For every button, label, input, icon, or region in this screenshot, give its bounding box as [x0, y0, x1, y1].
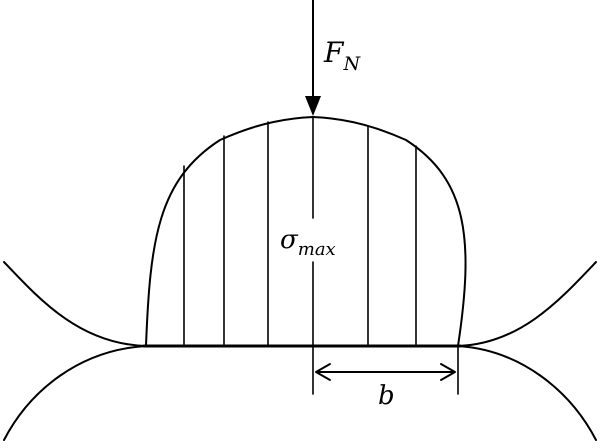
- force-arrow-head: [305, 96, 321, 116]
- dimension-right-arrowhead: [440, 363, 456, 381]
- half-width-label: b: [378, 381, 395, 411]
- force-subscript: N: [342, 53, 361, 75]
- force-symbol: F: [323, 36, 345, 69]
- dimension-left-arrowhead: [315, 363, 331, 381]
- upper-body-outline: [3, 261, 597, 347]
- lower-body-outline: [3, 345, 597, 441]
- stress-subscript: max: [298, 239, 336, 260]
- force-label: FN: [323, 36, 361, 75]
- stress-symbol: σ: [280, 225, 299, 255]
- stress-label: σmax: [280, 225, 336, 260]
- pressure-distribution-curve: [145, 116, 467, 347]
- pressure-hatching: [183, 121, 417, 347]
